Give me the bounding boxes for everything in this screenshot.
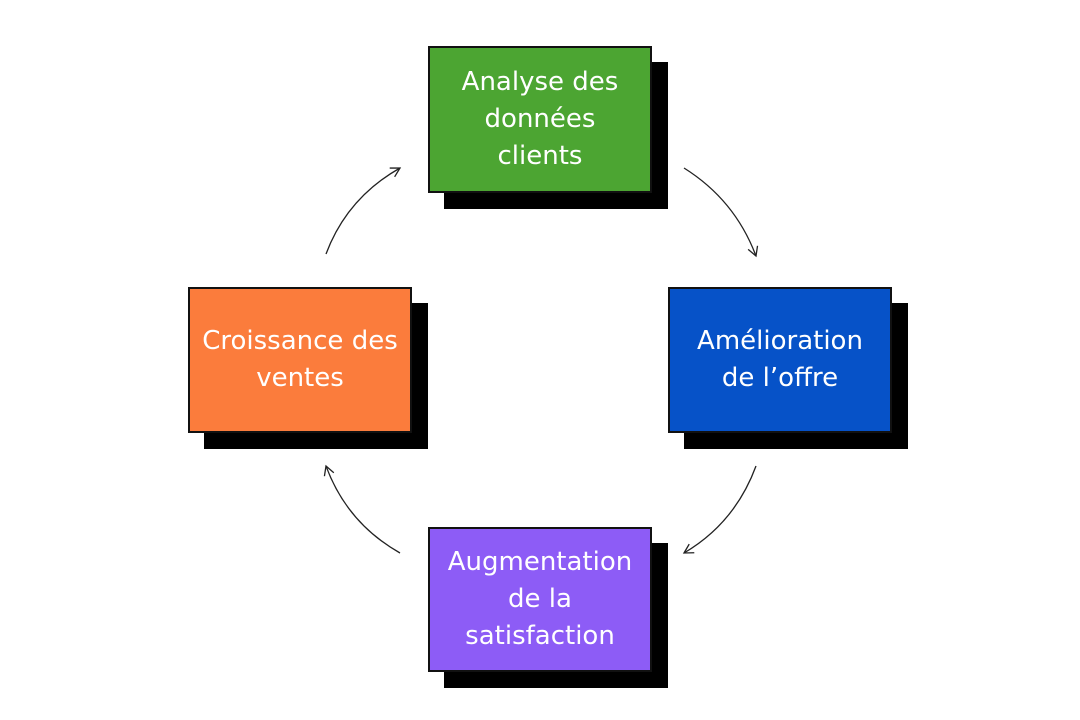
node-analyse-donnees-clients: Analyse des données clients — [428, 46, 652, 193]
arrow-top-to-right — [683, 167, 759, 258]
node-label: Croissance des ventes — [202, 326, 398, 393]
node-label: Augmentation de la satisfaction — [447, 547, 633, 651]
node-amelioration-offre: Amélioration de l’offre — [668, 287, 892, 433]
node-label: Analyse des données clients — [461, 67, 619, 171]
node-croissance-ventes: Croissance des ventes — [188, 287, 412, 433]
node-augmentation-satisfaction: Augmentation de la satisfaction — [428, 527, 652, 672]
node-label: Amélioration de l’offre — [697, 326, 863, 393]
arrow-left-to-top — [325, 167, 402, 255]
arrow-right-to-bottom — [682, 465, 757, 554]
arrow-bottom-to-left — [323, 464, 401, 554]
